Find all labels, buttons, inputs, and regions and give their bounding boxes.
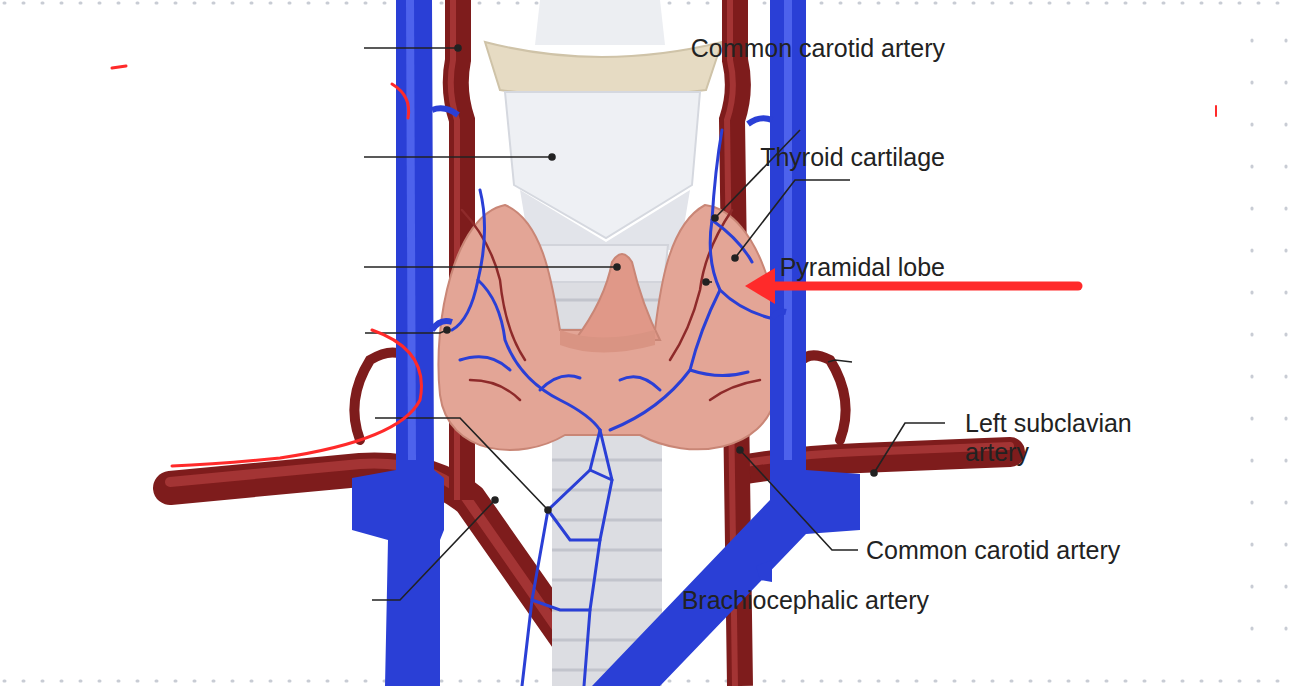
thyroid-gland xyxy=(438,205,779,450)
part-label: Pyramidal lobe xyxy=(780,253,945,282)
dotted-frame xyxy=(4,3,1290,681)
part-label: Common carotid artery xyxy=(691,34,945,63)
part-label: Thyroid cartilage xyxy=(760,143,945,172)
part-label: Left subclavian artery xyxy=(965,409,1155,467)
leader-lines xyxy=(364,45,945,600)
veins xyxy=(352,0,860,686)
part-label: Brachiocephalic artery xyxy=(682,586,929,615)
part-label: Common carotid artery xyxy=(866,536,1120,565)
red-annotations xyxy=(112,66,1216,466)
